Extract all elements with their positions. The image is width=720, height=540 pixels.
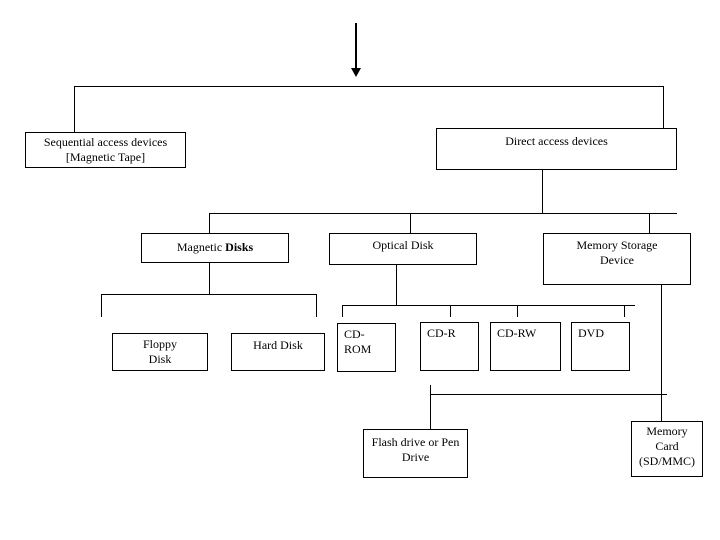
node-memory-card: Memory Card (SD/MMC) bbox=[631, 421, 703, 477]
connector-tick-hard-disk bbox=[316, 294, 317, 317]
node-sequential-access-devices: Sequential access devices [Magnetic Tape… bbox=[25, 132, 186, 168]
node-label-line: (SD/MMC) bbox=[638, 454, 695, 468]
down-arrow-head-icon bbox=[351, 68, 361, 77]
connector-tick-cdrw bbox=[517, 305, 518, 317]
node-label-line: Optical Disk bbox=[372, 238, 434, 252]
node-optical-disk: Optical Disk bbox=[329, 233, 477, 265]
down-arrow-shaft bbox=[355, 23, 357, 70]
node-dvd: DVD bbox=[571, 322, 630, 371]
connector-memory-children-horizontal bbox=[430, 394, 667, 395]
node-floppy-disk: Floppy Disk bbox=[112, 333, 208, 371]
node-cd-rw: CD-RW bbox=[490, 322, 561, 371]
node-label-line: DVD bbox=[578, 326, 604, 340]
node-label-line: Drive bbox=[401, 450, 430, 464]
node-magnetic-disks: Magnetic Disks bbox=[141, 233, 289, 263]
connector-tick-cdr bbox=[450, 305, 451, 317]
node-label-line: Hard Disk bbox=[253, 338, 303, 352]
connector-tick-cdrom bbox=[342, 305, 343, 317]
connector-drop-optical bbox=[410, 213, 411, 233]
connector-tick-floppy bbox=[101, 294, 102, 317]
connector-tick-dvd bbox=[624, 305, 625, 317]
node-label-line: Magnetic bbox=[176, 240, 226, 254]
node-label-line: Memory bbox=[646, 424, 688, 438]
connector-drop-flash bbox=[430, 385, 431, 429]
node-label-line: [Magnetic Tape] bbox=[65, 150, 146, 164]
node-label-line: Flash drive or Pen bbox=[371, 435, 460, 449]
connector-drop-sequential bbox=[74, 86, 75, 132]
connector-memory-storage-down bbox=[661, 285, 662, 421]
node-label-line: CD-RW bbox=[497, 326, 537, 340]
connector-drop-magnetic bbox=[209, 213, 210, 233]
node-label-line: Sequential access devices bbox=[43, 135, 168, 149]
node-label-line: Disk bbox=[148, 352, 172, 366]
connector-magnetic-down bbox=[209, 263, 210, 294]
node-label-line: Memory Storage bbox=[576, 238, 658, 252]
node-direct-access-devices: Direct access devices bbox=[436, 128, 677, 170]
node-hard-disk: Hard Disk bbox=[231, 333, 325, 371]
node-flash-drive: Flash drive or Pen Drive bbox=[363, 429, 468, 478]
connector-direct-to-bus bbox=[542, 170, 543, 213]
node-memory-storage-device: Memory Storage Device bbox=[543, 233, 691, 285]
connector-drop-memory-storage bbox=[649, 213, 650, 233]
node-label-bold: Disks bbox=[225, 240, 254, 254]
node-label-line: ROM bbox=[344, 342, 372, 356]
node-label-line: CD- bbox=[344, 327, 365, 341]
node-label-line: CD-R bbox=[427, 326, 456, 340]
connector-mid-horizontal bbox=[209, 213, 677, 214]
node-label-line: Card bbox=[655, 439, 679, 453]
node-cd-r: CD-R bbox=[420, 322, 479, 371]
connector-optical-children-horizontal bbox=[342, 305, 635, 306]
node-cd-rom: CD- ROM bbox=[337, 323, 396, 372]
node-label-line: Device bbox=[600, 253, 634, 267]
connector-optical-down bbox=[396, 265, 397, 305]
node-label-line: Floppy bbox=[142, 337, 177, 351]
connector-magnetic-children-horizontal bbox=[101, 294, 316, 295]
connector-top-horizontal bbox=[74, 86, 664, 87]
connector-drop-direct bbox=[663, 86, 664, 128]
node-label-line: Direct access devices bbox=[505, 134, 608, 148]
